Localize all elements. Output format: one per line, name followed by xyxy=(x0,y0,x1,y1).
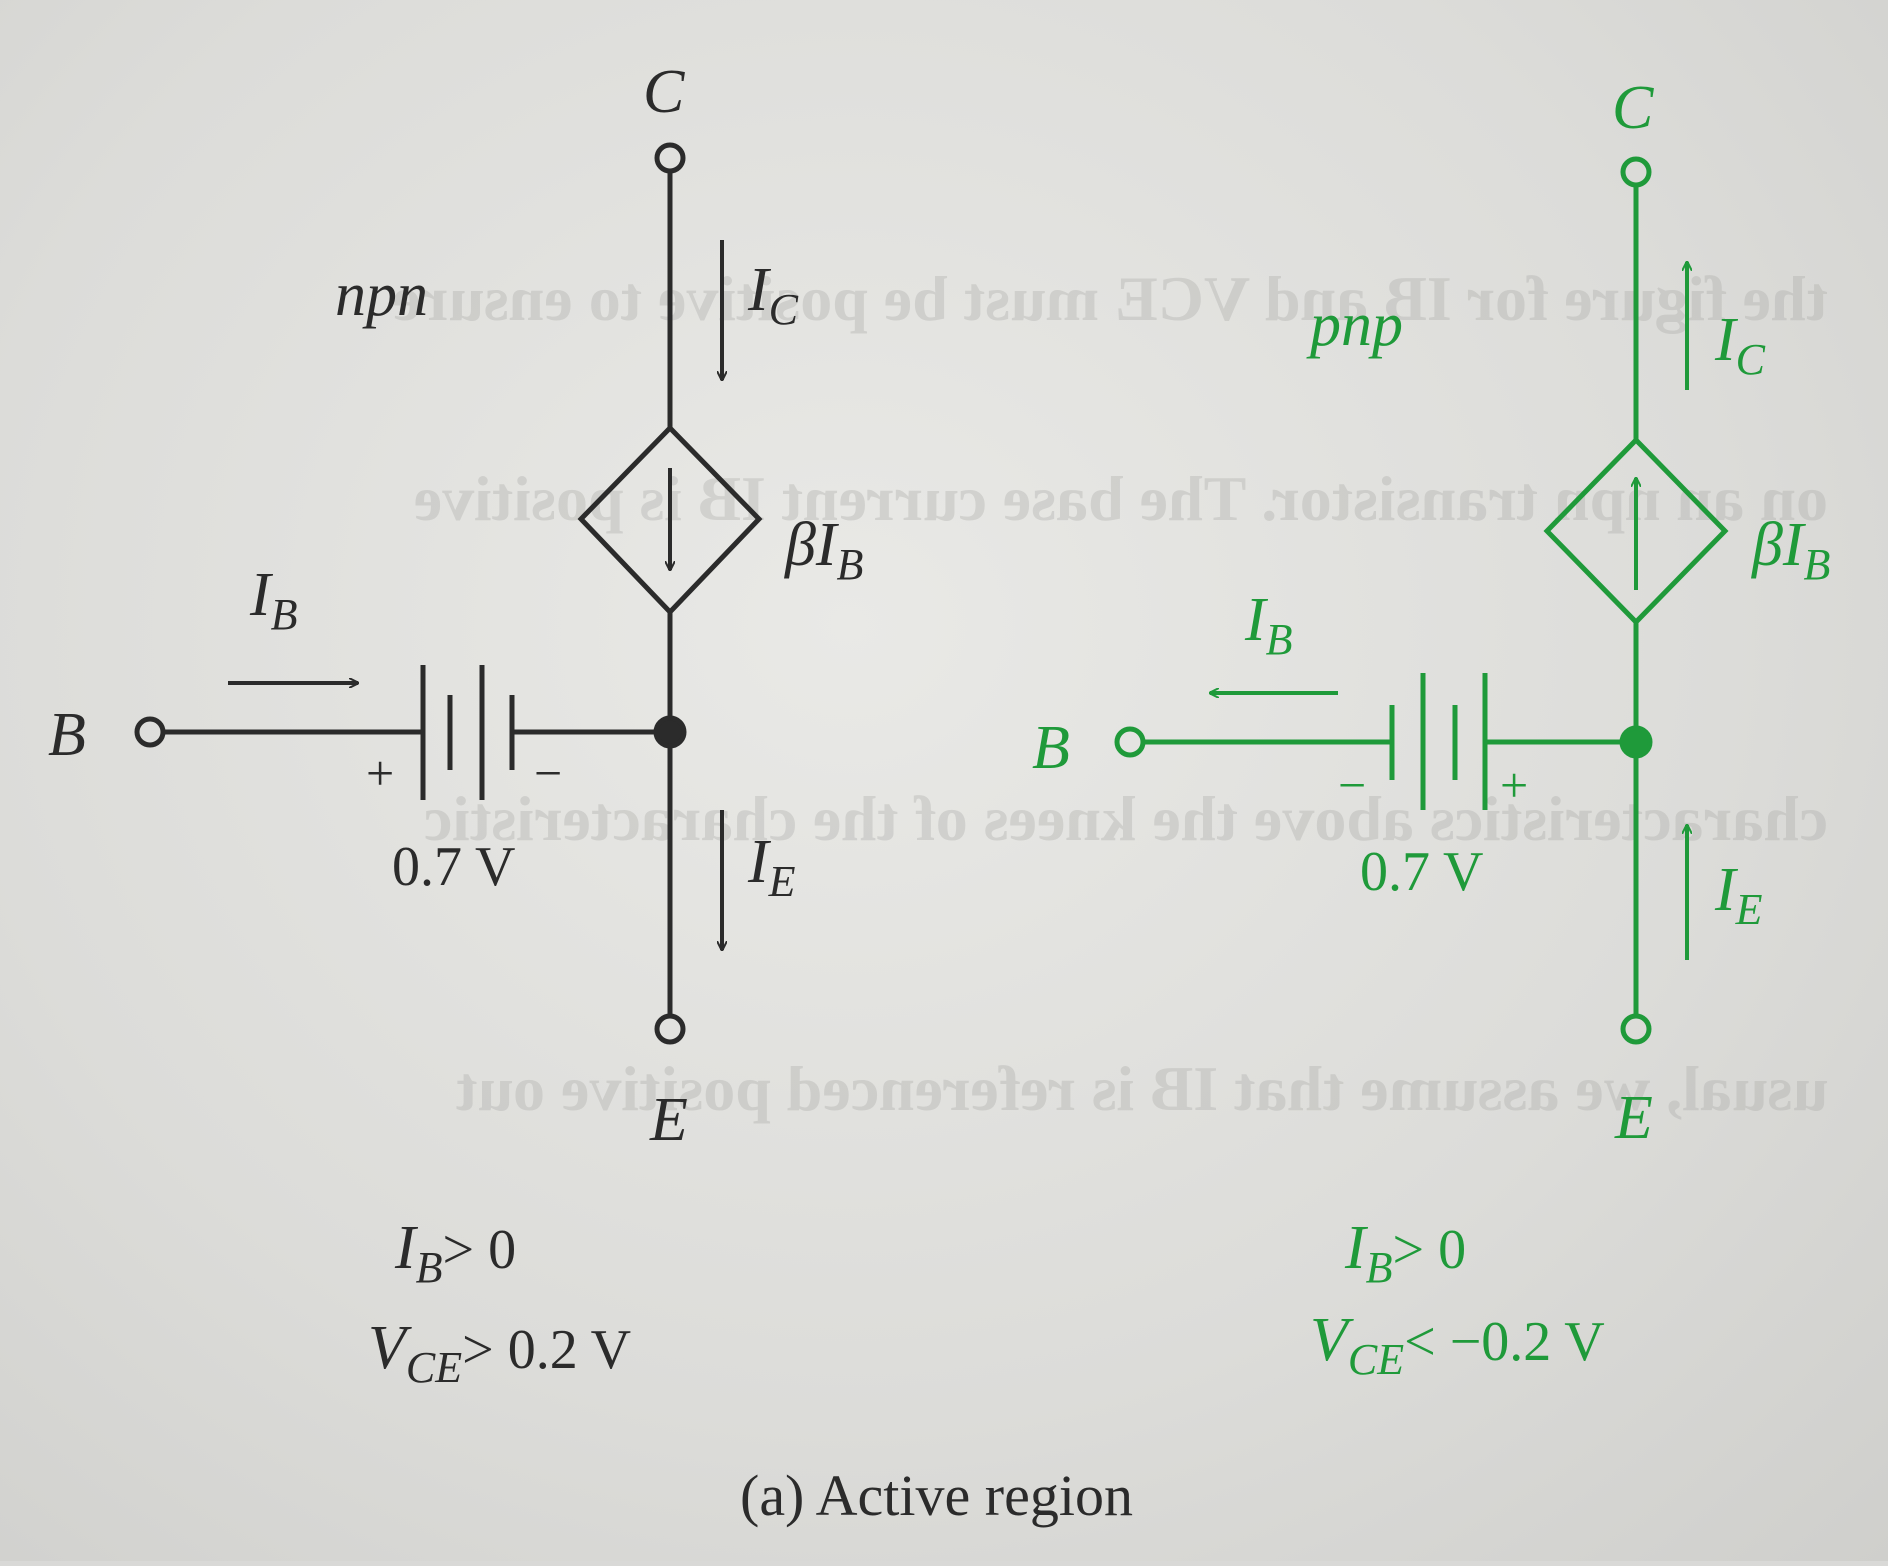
npn-condition-ib: IB> 0 xyxy=(394,1214,516,1292)
npn-base-label: B xyxy=(48,701,86,769)
npn-collector-terminal xyxy=(654,142,686,174)
npn-battery-voltage: 0.7 V xyxy=(392,836,515,898)
npn-source-label: βIB xyxy=(784,511,863,589)
pnp-emitter-terminal xyxy=(1620,1013,1652,1045)
pnp-battery-plus: + xyxy=(1500,757,1528,813)
npn-ic-label: IC xyxy=(747,256,799,334)
npn-battery-minus: − xyxy=(534,745,562,801)
npn-collector-label: C xyxy=(643,58,685,126)
pnp-base-terminal xyxy=(1114,726,1146,758)
npn-ie-label: IE xyxy=(747,828,796,906)
npn-type-label: npn xyxy=(335,261,428,329)
pnp-emitter-label: E xyxy=(1614,1084,1653,1152)
pnp-condition-vce: VCE< −0.2 V xyxy=(1310,1306,1605,1384)
pnp-type-label: pnp xyxy=(1306,291,1403,359)
pnp-ie-label: IE xyxy=(1714,856,1763,934)
npn-emitter-label: E xyxy=(649,1086,688,1154)
svg-text:on an npn transistor. The base: on an npn transistor. The base current I… xyxy=(414,463,1828,534)
pnp-labels: pnp C E B IC IE IB βIB − + 0.7 V IB> 0 V… xyxy=(1032,74,1830,1384)
svg-text:usual, we assume that IB is re: usual, we assume that IB is referenced p… xyxy=(455,1053,1828,1124)
pnp-collector-label: C xyxy=(1612,74,1654,142)
pnp-circuit xyxy=(1114,156,1729,1045)
figure-caption: (a) Active region xyxy=(740,1463,1133,1528)
pnp-source-label: βIB xyxy=(1751,511,1830,589)
bleed-through-text: the figure for IB and VCE must be positi… xyxy=(393,263,1828,1124)
pnp-ib-label: IB xyxy=(1244,586,1293,664)
svg-text:characteristics above the knee: characteristics above the knees of the c… xyxy=(424,783,1828,854)
npn-base-terminal xyxy=(134,716,166,748)
pnp-condition-ib: IB> 0 xyxy=(1344,1214,1466,1292)
npn-emitter-terminal xyxy=(654,1013,686,1045)
pnp-base-label: B xyxy=(1032,714,1070,782)
pnp-battery-voltage: 0.7 V xyxy=(1360,841,1483,903)
pnp-ic-label: IC xyxy=(1714,306,1766,384)
pnp-collector-terminal xyxy=(1620,156,1652,188)
npn-circuit xyxy=(134,142,763,1045)
npn-ib-label: IB xyxy=(249,561,298,639)
pnp-battery-minus: − xyxy=(1338,757,1366,813)
svg-text:the figure for IB and VCE must: the figure for IB and VCE must be positi… xyxy=(393,263,1828,334)
npn-battery-plus: + xyxy=(366,745,394,801)
npn-labels: npn C E B IC IE IB βIB + − 0.7 V IB> 0 V… xyxy=(48,58,863,1392)
npn-condition-vce: VCE> 0.2 V xyxy=(368,1314,631,1392)
